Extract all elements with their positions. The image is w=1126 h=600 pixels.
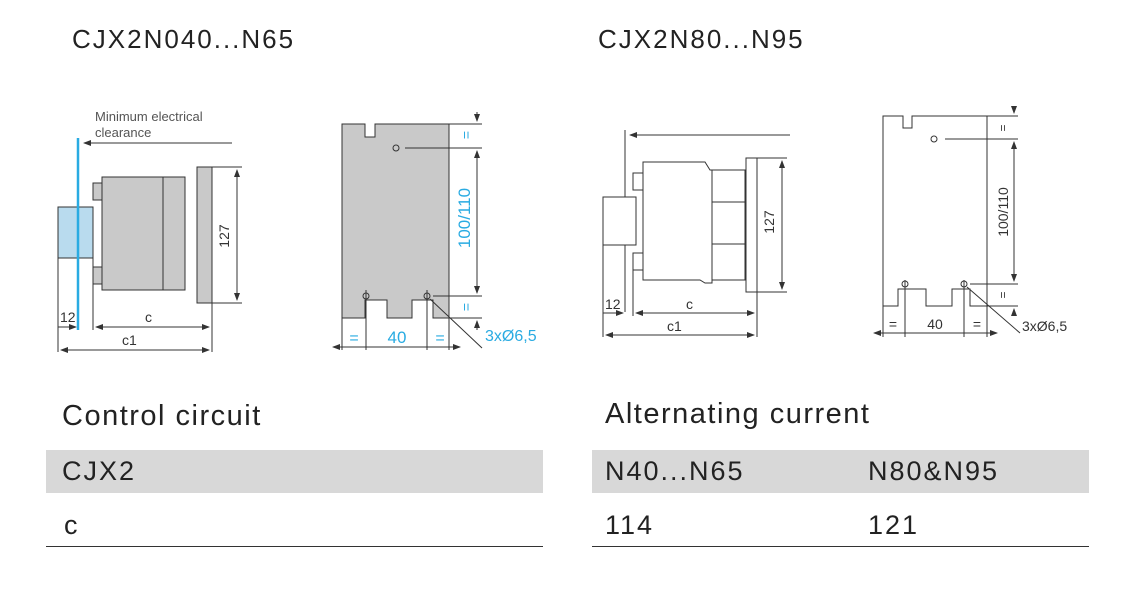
- equal-right-label: =: [973, 316, 981, 332]
- spacing-label: 100/110: [455, 188, 474, 248]
- dim-c1-label: c1: [122, 332, 137, 348]
- height-label: 127: [761, 210, 777, 234]
- row-label-c: c: [64, 510, 80, 540]
- left-table-rule: [46, 546, 543, 547]
- dim-12-label: 12: [605, 296, 621, 312]
- equal-right-label: =: [435, 330, 444, 347]
- clearance-label-1: Minimum electrical: [95, 109, 203, 124]
- width-label: 40: [388, 328, 407, 347]
- clearance-label-2: clearance: [95, 125, 151, 140]
- dim-c1-label: c1: [667, 318, 682, 334]
- value-n40-n65: 114: [605, 510, 655, 540]
- left-table-header: [46, 450, 543, 493]
- height-label: 127: [216, 224, 232, 248]
- dim-c-label: c: [686, 296, 693, 312]
- left-side-view: Minimum electrical clearance 127 12 c c1: [57, 109, 242, 353]
- equal-left-label: =: [889, 316, 897, 332]
- value-n80-n95: 121: [868, 510, 920, 540]
- holes-label: 3xØ6,5: [1022, 318, 1067, 334]
- width-label: 40: [927, 316, 943, 332]
- right-table-header: [592, 450, 1089, 493]
- header-cjx2: CJX2: [62, 456, 137, 486]
- spacing-label: 100/110: [995, 187, 1011, 237]
- left-mounting-plate: = = 100/110 = 40 = 3xØ6,5: [332, 112, 537, 350]
- title-right: CJX2N80...N95: [598, 24, 805, 54]
- equal-top-label: =: [996, 124, 1010, 131]
- right-side-view: 127 12 c c1: [602, 130, 790, 338]
- right-table-rule: [592, 546, 1089, 547]
- header-n40-n65: N40...N65: [605, 456, 745, 486]
- header-n80-n95: N80&N95: [868, 456, 1000, 486]
- dim-c-label: c: [145, 309, 152, 325]
- equal-top-label: =: [458, 131, 474, 139]
- control-circuit-heading: Control circuit: [62, 400, 262, 432]
- holes-label: 3xØ6,5: [485, 328, 537, 345]
- equal-bottom-label: =: [996, 291, 1010, 298]
- dim-12-label: 12: [60, 309, 76, 325]
- equal-left-label: =: [349, 330, 358, 347]
- right-mounting-plate: = = 100/110 = 40 = 3xØ6,5: [873, 106, 1067, 337]
- alternating-current-heading: Alternating current: [605, 398, 871, 430]
- title-left: CJX2N040...N65: [72, 24, 296, 54]
- equal-bottom-label: =: [458, 303, 474, 311]
